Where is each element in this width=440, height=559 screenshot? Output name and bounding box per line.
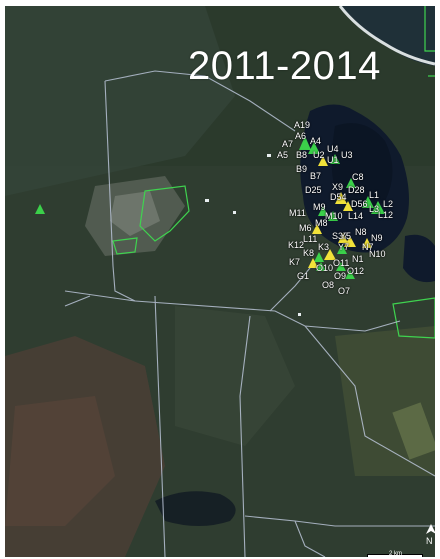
site-label: N1 — [352, 254, 364, 264]
site-label: L11 — [303, 234, 318, 244]
site-label: L1 — [369, 190, 380, 200]
site-label: K7 — [289, 257, 301, 267]
site-label: B9 — [296, 164, 308, 174]
site-label: B8 — [296, 150, 308, 160]
site-label: A19 — [294, 120, 311, 130]
site-label: K8 — [303, 248, 315, 258]
site-label: N7 — [362, 242, 374, 252]
scale-label: 2 km — [389, 551, 403, 557]
site-label: C8 — [352, 172, 364, 182]
site-label: S37 — [332, 231, 349, 241]
site-label: U3 — [341, 150, 353, 160]
site-label: O8 — [322, 280, 335, 290]
north-label: N — [426, 536, 433, 546]
site-label: K12 — [288, 240, 305, 250]
site-label: X9 — [332, 182, 344, 192]
site-label: O11 — [333, 258, 350, 268]
site-label: D28 — [348, 185, 365, 195]
site-label: A7 — [282, 139, 294, 149]
site-label: O7 — [338, 286, 351, 296]
site-label: M8 — [315, 218, 328, 228]
site-label: G1 — [297, 271, 310, 281]
site-label: M11 — [289, 208, 306, 218]
site-label: A5 — [277, 150, 289, 160]
site-label: M10 — [325, 211, 343, 221]
site-label: K3 — [318, 242, 330, 252]
site-label: U1 — [327, 155, 339, 165]
site-label: L12 — [378, 210, 394, 220]
site-label: Y5 — [340, 231, 352, 241]
map-imagery — [5, 6, 435, 557]
site-label: O10 — [316, 263, 334, 273]
site-label: L3 — [369, 204, 380, 214]
site-label: L2 — [383, 199, 394, 209]
site-label: L14 — [348, 211, 364, 221]
site-label: M9 — [313, 202, 326, 212]
site-label: O9 — [334, 271, 347, 281]
site-label: U2 — [313, 150, 325, 160]
site-label: A6 — [295, 131, 307, 141]
north-arrow-icon — [426, 524, 435, 534]
map-title: 2011-2014 — [188, 44, 381, 88]
site-label: D54 — [330, 192, 347, 202]
site-label: B7 — [310, 171, 322, 181]
site-label: Y7 — [338, 242, 350, 252]
site-label: D25 — [305, 185, 322, 195]
site-label: D56 — [351, 199, 368, 209]
scale-bar — [367, 554, 423, 557]
site-label: N10 — [369, 249, 386, 259]
site-label: N9 — [371, 233, 383, 243]
site-label: N8 — [355, 227, 367, 237]
site-label: U4 — [327, 144, 339, 154]
site-label: O12 — [347, 266, 365, 276]
site-label: M6 — [299, 223, 312, 233]
site-label: A4 — [310, 136, 322, 146]
